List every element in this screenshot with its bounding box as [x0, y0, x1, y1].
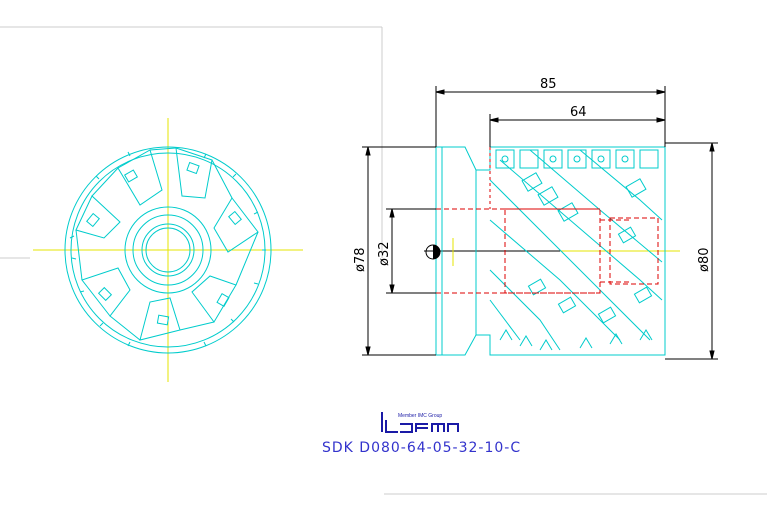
iscar-logo: [381, 412, 459, 433]
dim-overall-length: 85: [540, 77, 557, 92]
part-code: SDK D080-64-05-32-10-C: [322, 440, 522, 456]
end-view: [33, 118, 303, 382]
dim-cutting-diameter: ø80: [697, 248, 712, 273]
side-view: [424, 146, 680, 356]
frame-lines: [0, 26, 767, 495]
dim-bore-diameter: ø32: [377, 242, 392, 267]
dim-body-diameter: ø78: [353, 248, 368, 273]
end-view-outline: [64, 146, 272, 354]
dim-cutting-length: 64: [570, 105, 587, 120]
logo-tagline: Member IMC Group: [398, 413, 443, 419]
side-view-outline: [435, 146, 666, 356]
dimension-lines: [362, 86, 718, 360]
hidden-bore: [436, 147, 659, 294]
